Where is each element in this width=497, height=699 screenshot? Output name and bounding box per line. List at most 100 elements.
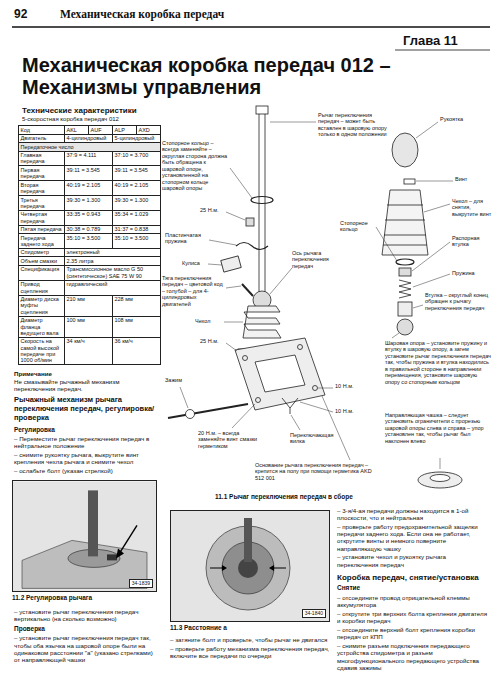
- part-callout: Винт: [455, 176, 467, 182]
- table-cell: Диаметр диска муфты сцепления: [19, 295, 65, 316]
- figure-frame: 34-1840: [170, 510, 330, 622]
- table-cell: Трансмиссионное масло G 50 (синтетическо…: [65, 265, 161, 280]
- part-callout: Чехол – для снятия, выкрутите винт: [452, 198, 494, 217]
- table-cell: 40:19 = 2.105: [113, 181, 161, 196]
- instruction-step: – установите рычаг переключения передач …: [14, 608, 159, 623]
- table-cell: Вторая передача: [19, 181, 65, 196]
- subsection-heading: Регулировка: [14, 426, 159, 434]
- distance-a-photo: [171, 511, 329, 621]
- table-cell: 37:10 = 3.700: [113, 151, 161, 166]
- part-callout: 20 Н.м. – всегда заменяйте винт смазки г…: [198, 430, 260, 449]
- table-caption: 5-скоростная коробка передач 012: [22, 116, 119, 123]
- table-cell: Пятая передача: [19, 225, 65, 234]
- instruction-step: – снимите разъем подключения передающего…: [337, 642, 489, 671]
- table-cell: 35:34 = 1.029: [113, 210, 161, 225]
- instruction-step: – проверьте работу механизма переключени…: [170, 645, 330, 660]
- header-rules: [12, 27, 490, 50]
- instruction-step: – снимите рукоятку рычага, выкрутите вин…: [14, 451, 159, 466]
- table-cell: AUF: [89, 126, 113, 135]
- section-heading: Коробка передач, снятие/установка: [337, 573, 489, 582]
- instruction-step: – 3-я/4-ая передачи должны находится в 1…: [337, 507, 489, 522]
- part-callout: Чехол: [195, 318, 210, 324]
- torque-value: 25 Н.м.: [200, 207, 218, 213]
- torque-value: 25 Н.м.: [200, 338, 218, 344]
- page-number: 92: [14, 7, 27, 21]
- table-cell: Главная передача: [19, 151, 65, 166]
- instruction-step: – Переместите рычаг переключения передач…: [14, 435, 159, 450]
- figure-code-badge: 34-1840: [302, 609, 326, 618]
- table-cell: 4-цилиндровый: [65, 134, 113, 143]
- table-cell: 108 мм: [113, 316, 161, 337]
- table-cell: Привод сцепления: [19, 280, 65, 295]
- part-callout: Распорная втулка: [452, 235, 494, 248]
- table-cell: Объем смазки: [19, 257, 65, 266]
- table-cell: гидравлический: [65, 280, 161, 295]
- table-cell: 39:30 = 1.300: [65, 195, 113, 210]
- part-callout: Стопорное кольцо – всегда заменяйте – ок…: [162, 140, 228, 192]
- table-cell: 39:11 = 3.545: [65, 166, 113, 181]
- torque-value: 10 Н.м.: [335, 408, 353, 414]
- figure-code: 34-1839: [132, 581, 150, 587]
- table-cell: Диаметр фланца ведущего вала: [19, 316, 65, 337]
- table-cell: Спецификация: [19, 265, 65, 280]
- figure-frame: 34-1839: [12, 480, 157, 592]
- text-column: – установите рычаг переключения передач …: [14, 606, 159, 664]
- table-cell: Передача заднего хода: [19, 234, 65, 249]
- torque-value: 10 Н.м.: [335, 383, 353, 389]
- table-cell: 39:11 = 3.545: [113, 166, 161, 181]
- part-callout: Основание рычага переключения передач – …: [255, 462, 377, 481]
- part-callout: Пружина: [452, 270, 475, 276]
- table-cell: Скорость на самой высокой передаче при 1…: [19, 337, 65, 364]
- part-callout: Переключающая вилка: [290, 432, 330, 445]
- text-column: ПримечаниеНе смазывайте рычажный механиз…: [14, 370, 159, 474]
- note-text: Не смазывайте рычажный механизм переключ…: [14, 378, 159, 393]
- table-cell: 210 мм: [65, 295, 113, 316]
- part-callout: Тяга переключения передач – цветовой код…: [162, 275, 224, 307]
- text-column: – 3-я/4-ая передачи должны находится в 1…: [337, 505, 489, 671]
- part-callout: Стопорное кольцо: [340, 220, 378, 233]
- part-callout: Шаровая опора – установите пружину и вту…: [385, 340, 493, 385]
- table-cell: 34 км/ч: [65, 337, 113, 364]
- table-cell: Третья передача: [19, 195, 65, 210]
- table-cell: 33:35 = 0.943: [65, 210, 113, 225]
- subsection-heading: Снятие: [337, 584, 489, 592]
- table-cell: Спидометр: [19, 248, 65, 257]
- instruction-step: – открутите три верхних болта крепления …: [337, 610, 489, 625]
- section-heading: Рычажный механизм рычага переключения пе…: [14, 396, 159, 423]
- table-cell: 35:10 = 3.500: [113, 234, 161, 249]
- figure-caption: 11.3 Расстояние а: [170, 624, 330, 632]
- part-callout: Рычаг переключения передач – может быть …: [318, 112, 388, 138]
- instruction-step: – отсоедините провод отрицательной клемм…: [337, 594, 489, 609]
- figure-code-badge: 34-1839: [129, 579, 153, 588]
- lever-adjustment-photo: [13, 481, 156, 591]
- figure-panel: 34-1839 11.2 Регулировка рычага: [12, 480, 157, 602]
- table-cell: AKL: [65, 126, 89, 135]
- table-cell: 36 км/ч: [113, 337, 161, 364]
- part-callout: Ось рычага переключения передач: [292, 250, 347, 269]
- table-cell: 30:38 = 0.789: [65, 225, 113, 234]
- part-callout: Кулиса: [182, 260, 200, 266]
- table-cell: 35:10 = 3.500: [65, 234, 113, 249]
- figure-caption: 11.2 Регулировка рычага: [12, 594, 157, 602]
- instruction-step: – установите рычаг переключения передач …: [14, 634, 159, 663]
- instruction-step: – затяните болт и проверьте, чтобы рычаг…: [170, 636, 330, 643]
- table-cell: Код: [19, 126, 65, 135]
- part-callout: Рукоятка: [440, 116, 463, 122]
- table-cell: 40:19 = 2.105: [65, 181, 113, 196]
- part-callout: Направляющая чашка – следует установить …: [385, 412, 493, 444]
- part-callout: Втулка – округлый конец обращен к рычагу…: [425, 292, 493, 311]
- table-cell: Первая передача: [19, 166, 65, 181]
- note-label: Примечание: [14, 370, 159, 377]
- table-cell: Передаточное число: [19, 143, 161, 152]
- section-heading: Технические характеристики: [22, 106, 137, 115]
- figure-panel: 34-1840 11.3 Расстояние а: [170, 510, 330, 632]
- figure-caption: 11.1 Рычаг переключения передач в сборе: [215, 493, 353, 501]
- table-cell: Четвертая передача: [19, 210, 65, 225]
- spec-table: КодAKLAUFALPAXDДвигатель4-цилиндровый5-ц…: [18, 125, 161, 365]
- running-head: Механическая коробка передач: [60, 8, 224, 22]
- table-cell: Двигатель: [19, 134, 65, 143]
- table-cell: 228 мм: [113, 295, 161, 316]
- figure-code: 34-1840: [305, 611, 323, 617]
- text-column: – затяните болт и проверьте, чтобы рычаг…: [170, 635, 330, 660]
